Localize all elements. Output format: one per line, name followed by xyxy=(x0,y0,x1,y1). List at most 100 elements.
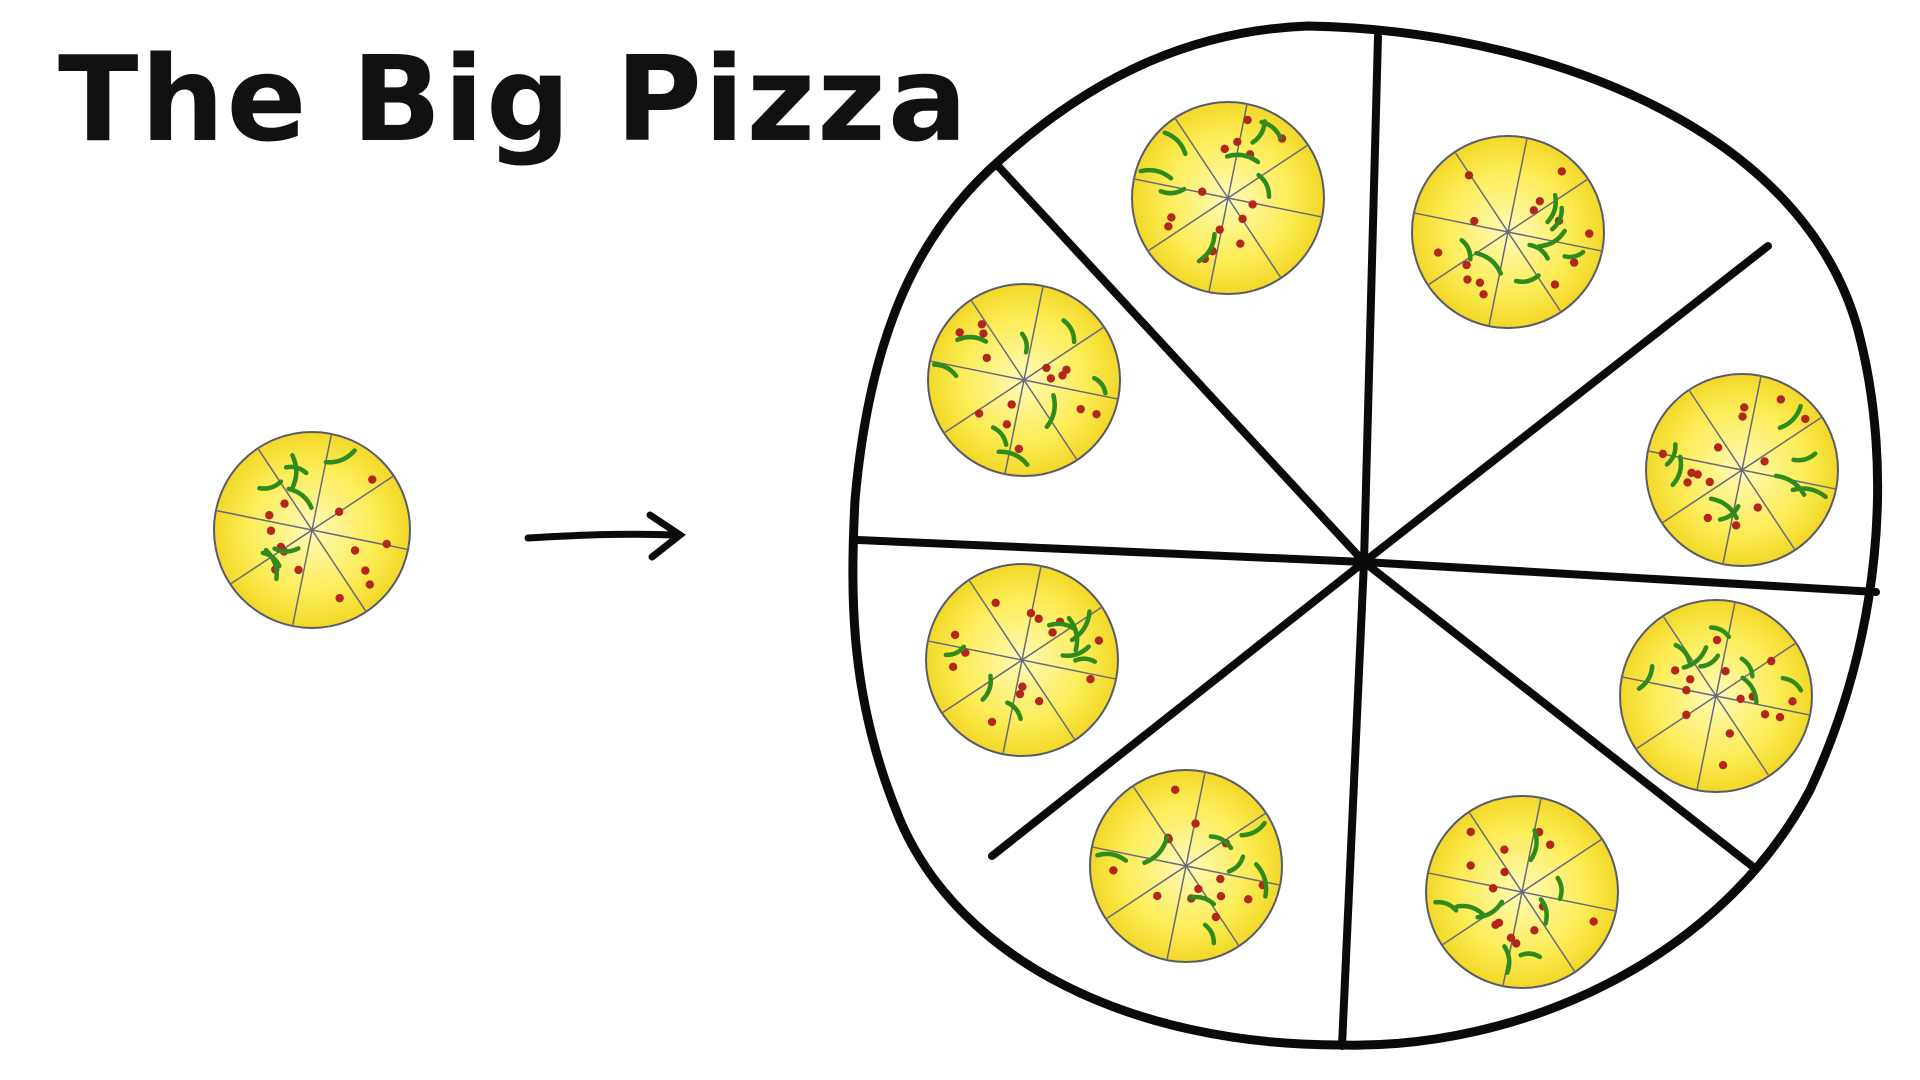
pepperoni-icon xyxy=(1034,696,1044,706)
green-pepper-icon xyxy=(1664,442,1678,467)
pepperoni-icon xyxy=(1475,278,1485,287)
pizza-slice-line xyxy=(1454,151,1509,233)
pizza-slice-line xyxy=(291,529,313,627)
big-pizza-cut-line xyxy=(1338,558,1368,1050)
green-pepper-icon xyxy=(1433,899,1459,913)
pizza-slice-line xyxy=(1091,846,1187,867)
pepperoni-icon xyxy=(979,329,988,338)
pepperoni-icon xyxy=(1018,682,1027,691)
green-pepper-icon xyxy=(1061,318,1077,345)
pepperoni-icon xyxy=(1153,891,1162,901)
green-pepper-icon xyxy=(1681,645,1709,670)
pizza-slice-line xyxy=(1507,137,1528,233)
pepperoni-icon xyxy=(1479,290,1488,299)
green-pepper-icon xyxy=(1256,172,1272,200)
pepperoni-icon xyxy=(1687,468,1696,478)
pepperoni-icon xyxy=(1550,280,1560,289)
large-pizza-icon xyxy=(848,21,1883,1050)
green-pepper-icon xyxy=(1513,273,1541,284)
pepperoni-icon xyxy=(1488,884,1498,893)
green-pepper-icon xyxy=(1162,130,1188,157)
green-pepper-icon xyxy=(1474,250,1503,276)
pizza-slice-line xyxy=(1427,231,1509,286)
pepperoni-icon xyxy=(1760,457,1769,466)
pepperoni-icon xyxy=(1760,710,1770,719)
green-pepper-icon xyxy=(1777,403,1803,431)
pepperoni-icon xyxy=(1682,686,1691,695)
pizza-slice-line xyxy=(1696,695,1717,791)
pepperoni-icon xyxy=(1014,444,1024,454)
green-pepper-icon xyxy=(1673,642,1692,664)
green-pepper-icon xyxy=(289,453,299,492)
pizza-slice-line xyxy=(1715,601,1736,697)
pepperoni-icon xyxy=(1801,414,1810,424)
pepperoni-icon xyxy=(1512,939,1521,948)
pepperoni-icon xyxy=(1216,892,1226,901)
green-pepper-icon xyxy=(996,449,1030,467)
green-pepper-icon xyxy=(1066,615,1080,653)
pepperoni-icon xyxy=(987,717,997,727)
big-pizza-cut-line xyxy=(854,536,1368,566)
pepperoni-icon xyxy=(1466,827,1475,837)
pepperoni-icon xyxy=(991,598,1000,607)
green-pepper-icon xyxy=(1698,653,1721,669)
green-pepper-icon xyxy=(1536,228,1567,249)
pepperoni-icon xyxy=(1086,674,1095,684)
pepperoni-icon xyxy=(977,320,987,329)
pepperoni-icon xyxy=(334,507,344,516)
green-pepper-icon xyxy=(1502,944,1512,976)
big-pizza-cut-line xyxy=(1360,558,1880,596)
pepperoni-icon xyxy=(1705,477,1714,487)
pizza-slice-line xyxy=(1021,659,1076,741)
pepperoni-icon xyxy=(1721,666,1730,676)
green-pepper-icon xyxy=(1073,656,1098,664)
pepperoni-icon xyxy=(948,662,958,672)
pepperoni-icon xyxy=(1211,912,1221,922)
pepperoni-icon xyxy=(350,546,360,555)
green-pepper-icon xyxy=(1044,393,1057,430)
green-pepper-icon xyxy=(1528,828,1539,863)
mini-pizza xyxy=(1619,599,1813,793)
pizza-slice-line xyxy=(1688,389,1743,471)
pepperoni-icon xyxy=(1557,167,1567,176)
pizza-slice-line xyxy=(927,640,1023,661)
pizza-slice-line xyxy=(1741,375,1762,471)
pizza-slice-line xyxy=(1208,197,1229,293)
pizza-icon xyxy=(213,431,411,629)
pizza-slice-line xyxy=(1427,872,1523,893)
pepperoni-icon xyxy=(1236,239,1245,248)
pepperoni-icon xyxy=(1238,214,1247,224)
pepperoni-icon xyxy=(1682,710,1691,720)
green-pepper-icon xyxy=(272,546,301,554)
green-pepper-icon xyxy=(1527,242,1550,261)
pepperoni-icon xyxy=(280,499,289,508)
pepperoni-icon xyxy=(1776,395,1786,404)
pepperoni-icon xyxy=(1725,729,1735,738)
pizza-slice-line xyxy=(1023,379,1119,400)
pepperoni-icon xyxy=(1094,636,1104,645)
green-pepper-icon xyxy=(1019,331,1029,355)
pepperoni-icon xyxy=(382,539,391,549)
pizza-slice-line xyxy=(1185,771,1206,867)
green-pepper-icon xyxy=(1562,249,1586,260)
small-pizza xyxy=(213,431,411,629)
page-title: The Big Pizza xyxy=(58,30,969,168)
pizza-slice-line xyxy=(1105,865,1187,920)
pizza-slice-line xyxy=(970,299,1025,381)
pepperoni-icon xyxy=(1753,503,1762,512)
pizza-slice-line xyxy=(1722,469,1743,565)
pizza-slice-line xyxy=(1004,379,1025,475)
pizza-slice-line xyxy=(1166,865,1187,961)
pizza-slice-line xyxy=(941,659,1023,714)
pepperoni-icon xyxy=(1215,225,1224,234)
green-pepper-icon xyxy=(1740,675,1759,705)
green-pepper-icon xyxy=(931,362,959,379)
pizza-slice-line xyxy=(929,360,1025,381)
pepperoni-icon xyxy=(982,353,992,363)
pepperoni-icon xyxy=(1545,840,1555,849)
green-pepper-icon xyxy=(1636,663,1655,691)
pepperoni-icon xyxy=(1167,213,1176,222)
pepperoni-icon xyxy=(1164,222,1173,231)
